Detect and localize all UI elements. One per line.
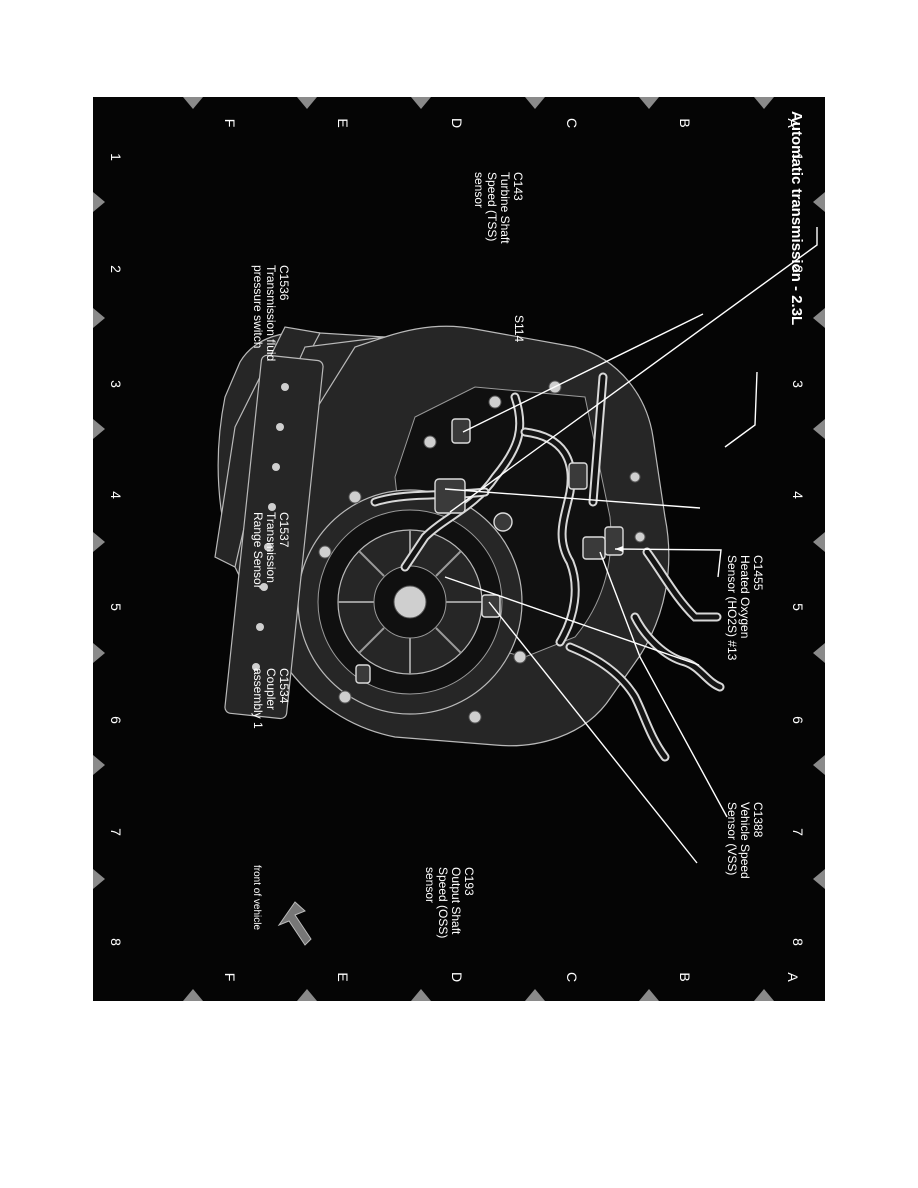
grid-col-top-3: 3 (790, 380, 806, 388)
grid-col-bottom-6: 6 (108, 716, 124, 724)
grid-col-bottom-3: 3 (108, 380, 124, 388)
svg-text:Sensor (HO2S) #13: Sensor (HO2S) #13 (725, 555, 739, 661)
grid-col-top-1: 1 (790, 153, 806, 161)
front-of-vehicle-label: front of vehicle (251, 865, 262, 930)
svg-text:Coupler: Coupler (264, 668, 278, 710)
grid-col-bottom-1: 1 (108, 153, 124, 161)
grid-col-bottom-2: 2 (108, 265, 124, 273)
grid-row-right-d: D (449, 972, 465, 982)
callout-c1455: C1455 Heated Oxygen Sensor (HO2S) #13 (725, 555, 765, 661)
callout-c1537: C1537 Transmission Range Sensor (251, 512, 291, 589)
svg-text:C143: C143 (511, 172, 525, 201)
diagram-panel: Automatic transmission - 2.3L (93, 97, 825, 1001)
transmission-illustration (214, 325, 725, 762)
connector-c1534 (355, 664, 371, 684)
svg-text:S114: S114 (512, 315, 526, 342)
callout-s114: S114 (512, 315, 526, 342)
callout-c1536: C1536 Transmission fluid pressure switch (251, 265, 291, 361)
front-arrow-icon (277, 901, 312, 946)
svg-text:C1455: C1455 (751, 555, 765, 591)
svg-text:sensor: sensor (423, 867, 437, 903)
svg-text:Vehicle Speed: Vehicle Speed (738, 802, 752, 879)
svg-text:Output Shaft: Output Shaft (449, 867, 463, 935)
svg-text:Turbine Shaft: Turbine Shaft (498, 172, 512, 244)
grid-col-bottom-7: 7 (108, 828, 124, 836)
svg-text:Speed (TSS): Speed (TSS) (485, 172, 499, 241)
svg-text:C1534: C1534 (277, 668, 291, 704)
leader-lines (444, 227, 818, 864)
grid-row-left-e: E (335, 118, 351, 127)
grid-col-top-8: 8 (790, 938, 806, 946)
svg-text:Speed (OSS): Speed (OSS) (436, 867, 450, 938)
svg-text:Heated Oxygen: Heated Oxygen (738, 555, 752, 638)
grid-row-left-b: B (677, 118, 693, 127)
grid-row-left-a: A (785, 118, 801, 128)
grid-col-bottom-5: 5 (108, 603, 124, 611)
grid-row-right-f: F (222, 973, 238, 982)
grid-row-right-a: A (785, 972, 801, 982)
connector-c193 (481, 594, 501, 618)
svg-text:C1536: C1536 (277, 265, 291, 301)
grid-col-top-4: 4 (790, 491, 806, 499)
grid-row-right-e: E (335, 972, 351, 981)
callout-c1388: C1388 Vehicle Speed Sensor (VSS) (725, 802, 765, 879)
svg-text:pressure switch: pressure switch (251, 265, 265, 348)
grid-row-right-b: B (677, 972, 693, 981)
grid-markers (93, 97, 825, 1001)
grid-col-top-2: 2 (790, 265, 806, 273)
grid-col-bottom-4: 4 (108, 491, 124, 499)
svg-text:Range Sensor: Range Sensor (251, 512, 265, 589)
grid-row-left-f: F (222, 119, 238, 128)
connector-c1537 (434, 478, 466, 514)
grid-col-top-6: 6 (790, 716, 806, 724)
svg-text:Transmission fluid: Transmission fluid (264, 265, 278, 361)
connector-c143 (568, 462, 588, 490)
svg-text:Transmission: Transmission (264, 512, 278, 583)
svg-text:C1388: C1388 (751, 802, 765, 838)
callout-c1534: C1534 Coupler assembly 1 (251, 668, 291, 729)
svg-text:assembly 1: assembly 1 (251, 668, 265, 729)
grid-row-left-c: C (564, 118, 580, 128)
grid-row-left-d: D (449, 118, 465, 128)
connector-c1536 (451, 418, 471, 444)
svg-text:sensor: sensor (472, 172, 486, 208)
diagram-title: Automatic transmission - 2.3L (788, 111, 805, 325)
grid-col-top-7: 7 (790, 828, 806, 836)
svg-text:C1537: C1537 (277, 512, 291, 548)
callout-c143: C143 Turbine Shaft Speed (TSS) sensor (472, 172, 525, 244)
diagram-rotated-canvas: Automatic transmission - 2.3L (93, 97, 825, 1001)
svg-text:Sensor (VSS): Sensor (VSS) (725, 802, 739, 875)
grid-col-bottom-8: 8 (108, 938, 124, 946)
connector-c1388 (582, 536, 606, 560)
transmission-diagram: Automatic transmission - 2.3L (93, 97, 825, 1001)
svg-text:C193: C193 (462, 867, 476, 896)
splice-s114 (493, 512, 513, 532)
callout-c193: C193 Output Shaft Speed (OSS) sensor (423, 867, 476, 938)
grid-col-top-5: 5 (790, 603, 806, 611)
grid-row-right-c: C (564, 972, 580, 982)
